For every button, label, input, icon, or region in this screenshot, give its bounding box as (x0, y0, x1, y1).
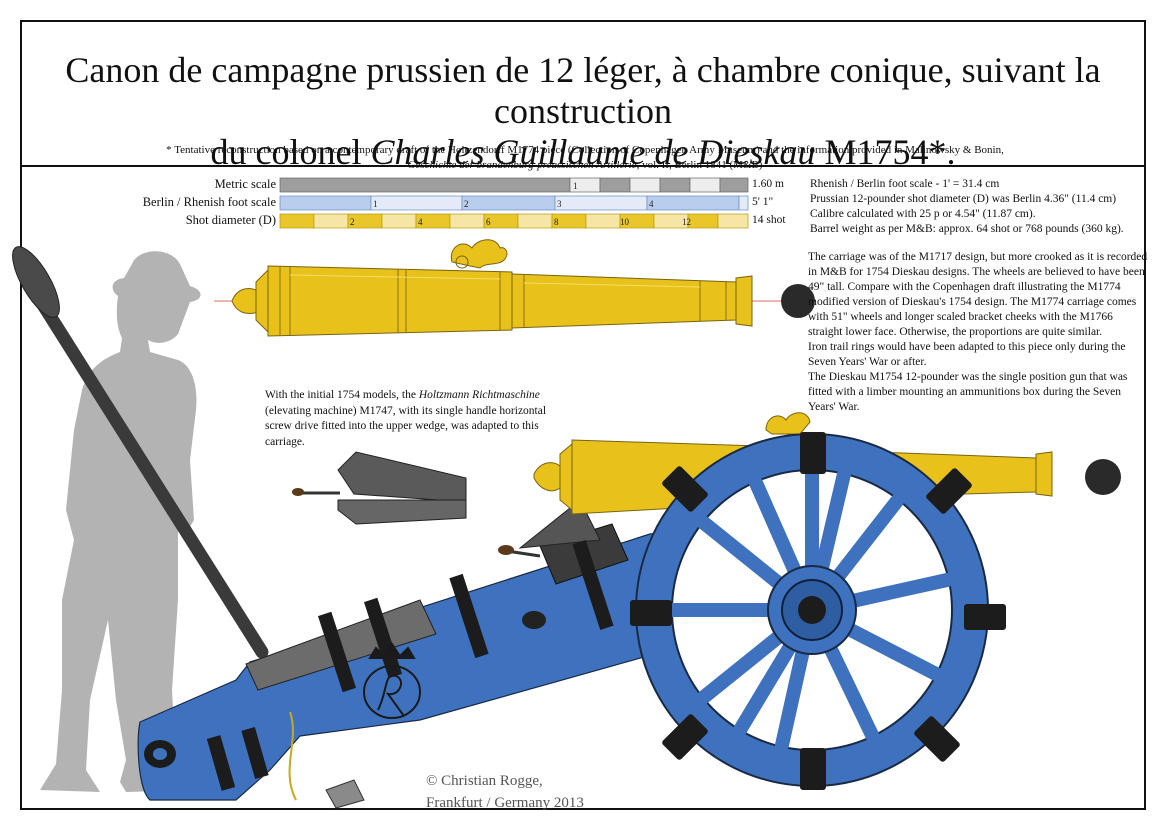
foot-tick-1: 1 (373, 199, 378, 209)
specs-block: Rhenish / Berlin foot scale - 1' = 31.4 … (810, 177, 1150, 237)
foot-scale-label: Berlin / Rhenish foot scale (142, 195, 276, 209)
footnote-book-title: Geschichte der brandenburg-preussischen … (407, 159, 637, 171)
title-suffix: M1754*. (815, 132, 956, 172)
cannon-barrel-icon (214, 239, 790, 337)
soldier-silhouette-icon (40, 251, 201, 792)
scale-tick-labels: 1 1 2 3 4 2 4 6 8 10 12 (350, 181, 691, 227)
shot-tick-6: 6 (486, 217, 491, 227)
cannon-ball-icon (781, 284, 815, 318)
metric-scale-bar (279, 177, 749, 193)
shot-tick-4: 4 (418, 217, 423, 227)
elevating-machine-icon (292, 451, 467, 525)
note-text-end: (elevating machine) M1747, with its sing… (265, 404, 547, 448)
credit-line-1: © Christian Rogge, (426, 773, 543, 789)
title-prefix: du colonel (210, 132, 371, 172)
sponge-rammer-icon (12, 246, 269, 659)
spec-line: Prussian 12-pounder shot diameter (D) wa… (810, 193, 1117, 205)
shot-scale-end: 14 shot (752, 214, 786, 226)
spec-line: Rhenish / Berlin foot scale - 1' = 31.4 … (810, 178, 1000, 190)
title-footnote: * Tentative reconstruction based on a co… (160, 143, 1010, 173)
shot-tick-10: 10 (620, 217, 630, 227)
spec-line: Calibre calculated with 25 p or 4.54" (1… (810, 208, 1036, 220)
note-text: With the initial 1754 models, the (265, 389, 419, 401)
shot-scale-label: Shot diameter (D) (185, 213, 276, 227)
title-box: Canon de campagne prussien de 12 léger, … (20, 20, 1146, 172)
metric-tick-1: 1 (573, 181, 578, 191)
footnote-text-end: , vol. II, Berlin 1841 (M&B) (636, 159, 763, 171)
elevating-machine-note: With the initial 1754 models, the Holtzm… (265, 388, 550, 450)
footnote-text: * Tentative reconstruction based on a co… (166, 144, 1004, 156)
title-line-2: du colonel Charles Guillaume de Dieskau … (20, 132, 1146, 173)
cannon-ball-2-icon (1085, 459, 1121, 495)
title-line-1: Canon de campagne prussien de 12 léger, … (65, 50, 1101, 131)
spec-line: Barrel weight as per M&B: approx. 64 sho… (810, 223, 1124, 235)
metric-scale-label: Metric scale (214, 177, 276, 191)
page-title: Canon de campagne prussien de 12 léger, … (20, 50, 1146, 173)
foot-tick-3: 3 (557, 199, 562, 209)
carriage-note: The carriage was of the M1717 design, bu… (808, 251, 1148, 338)
royal-cipher-icon (363, 642, 421, 719)
shot-tick-12: 12 (682, 217, 691, 227)
carriage-note: Iron trail rings would have been adapted… (808, 341, 1126, 368)
metric-scale-end: 1.60 m (752, 178, 784, 190)
foot-scale-end: 5' 1" (752, 196, 774, 208)
note-italic: Holtzmann Richtmaschine (418, 389, 540, 401)
credit-line-2: Frankfurt / Germany 2013 (426, 795, 584, 811)
shot-tick-2: 2 (350, 217, 355, 227)
wheel-icon (630, 432, 1006, 790)
shot-tick-8: 8 (554, 217, 559, 227)
credit: © Christian Rogge, Frankfurt / Germany 2… (426, 770, 584, 814)
carriage-note: The Dieskau M1754 12-pounder was the sin… (808, 371, 1128, 413)
outer-frame (20, 20, 1146, 810)
title-italic-name: Charles Guillaume de Dieskau (370, 132, 816, 172)
shot-scale-bar (279, 213, 749, 229)
foot-tick-2: 2 (464, 199, 469, 209)
foot-scale-bar (279, 195, 749, 211)
foot-tick-4: 4 (649, 199, 654, 209)
carriage-notes: The carriage was of the M1717 design, bu… (808, 250, 1148, 415)
